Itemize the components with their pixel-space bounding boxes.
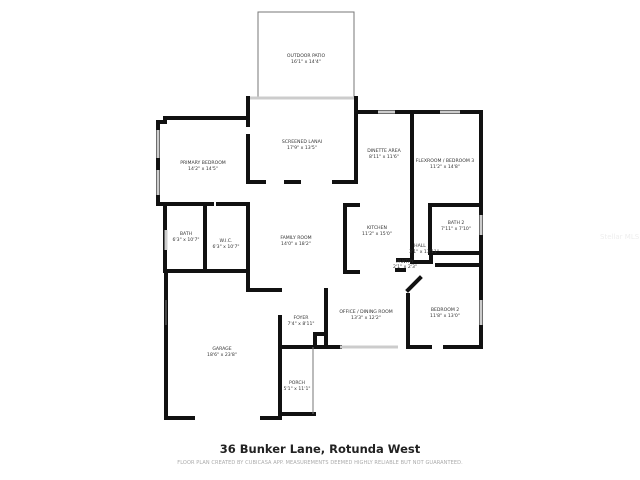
room-dims: 8'11" x 11'6" xyxy=(369,154,399,160)
room-name: PRIMARY BEDROOM xyxy=(180,160,226,166)
disclaimer: FLOOR PLAN CREATED BY CUBICASA APP. MEAS… xyxy=(177,460,463,466)
room-dims: 2'1" x 2'3" xyxy=(393,264,417,270)
room-name: KITCHEN xyxy=(367,225,387,231)
room-dims: 5'1" x 11'1" xyxy=(283,386,310,392)
room-name: SCREENED LANAI xyxy=(282,139,322,145)
room-dims: 6'3" x 10'7" xyxy=(212,244,239,250)
windows xyxy=(156,110,483,414)
room-name: OUTDOOR PATIO xyxy=(287,53,326,59)
room-name: BATH xyxy=(180,231,192,237)
room-dims: 11'2" x 14'8" xyxy=(430,164,460,170)
room-name: OFFICE / DINING ROOM xyxy=(339,309,392,315)
patio-outline xyxy=(257,11,355,98)
room-name: FAMILY ROOM xyxy=(280,235,311,241)
room-dims: 13'3" x 12'2" xyxy=(351,315,381,321)
room-name: PANTRY xyxy=(396,259,414,265)
room-name: W.I.C. xyxy=(220,238,233,244)
room-dims: 7'11" x 7'10" xyxy=(441,226,471,232)
watermark: Stellar MLS xyxy=(600,233,640,241)
room-name: FLEXROOM / BEDROOM 3 xyxy=(416,158,475,164)
room-name: PORCH xyxy=(289,380,305,386)
room-dims: 16'1" x 14'4" xyxy=(291,59,321,65)
room-dims: 11'8" x 13'0" xyxy=(430,313,460,319)
address-title: 36 Bunker Lane, Rotunda West xyxy=(219,442,421,456)
room-dims: 7'4" x 8'11" xyxy=(287,321,314,327)
room-dims: 18'6" x 23'8" xyxy=(207,352,237,358)
room-dims: 17'9" x 13'5" xyxy=(287,145,317,151)
room-dims: 14'0" x 18'2" xyxy=(281,241,311,247)
room-name: GARAGE xyxy=(212,346,231,352)
room-dims: 11'2" x 15'0" xyxy=(362,231,392,237)
room-name: BEDROOM 2 xyxy=(431,307,459,313)
room-name: FOYER xyxy=(294,315,310,321)
walls xyxy=(156,96,483,420)
room-name: BATH 2 xyxy=(448,220,465,226)
room-dims: 3'1" x 13'11" xyxy=(409,249,439,255)
room-dims: 14'2" x 14'5" xyxy=(188,166,218,172)
room-name: HALL xyxy=(414,243,426,249)
room-dims: 6'3" x 10'7" xyxy=(172,237,199,243)
room-name: DINETTE AREA xyxy=(367,148,401,154)
